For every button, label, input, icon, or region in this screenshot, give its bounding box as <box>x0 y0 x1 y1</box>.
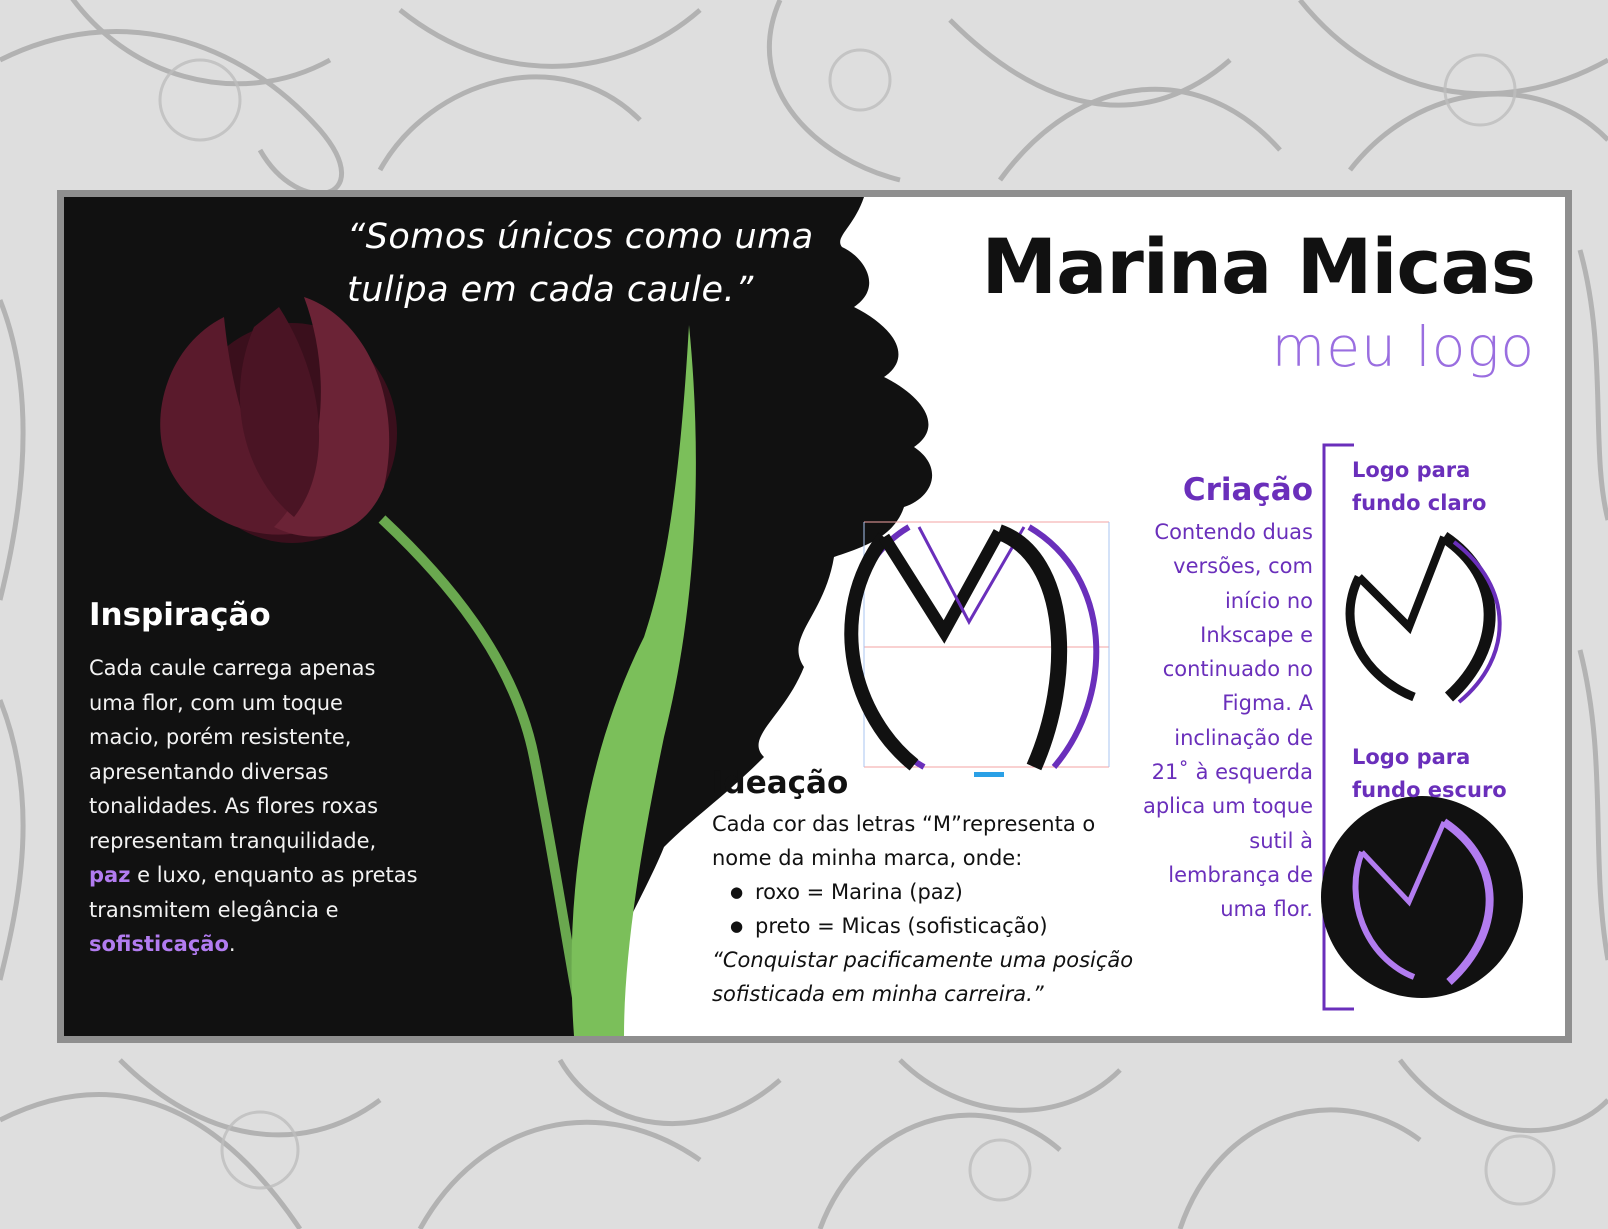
inspiracao-text-1: Cada caule carrega apenas uma flor, com … <box>89 656 379 853</box>
m-logo-light <box>1345 532 1502 704</box>
tulip-quote: “Somos únicos como uma tulipa em cada ca… <box>347 217 814 310</box>
presentation-card: “Somos únicos como uma tulipa em cada ca… <box>57 190 1572 1043</box>
tulip-petal-left <box>160 317 314 535</box>
logo-dark-label: Logo para fundo escuro <box>1352 745 1507 802</box>
timeline-bracket <box>1322 443 1354 1011</box>
highlight-sofisticacao: sofisticação <box>89 932 229 956</box>
ideacao-intro: Cada cor das letras “M”representa o nome… <box>712 812 1096 870</box>
inspiracao-heading: Inspiração <box>89 597 271 633</box>
ideacao-text: Cada cor das letras “M”representa o nome… <box>712 807 1142 1011</box>
inspiracao-text-2: e luxo, enquanto as pretas transmitem el… <box>89 863 418 922</box>
criacao-text: Contendo duas versões, com início no Ink… <box>1142 520 1313 922</box>
ideacao-item-preto: preto = Micas (sofisticação) <box>712 909 1142 943</box>
card-artwork <box>64 197 1523 1036</box>
tulip-image <box>160 297 696 1036</box>
inspiracao-text: Cada caule carrega apenas uma flor, com … <box>89 651 419 962</box>
m-logo-sketch <box>844 521 1110 777</box>
ideacao-list: roxo = Marina (paz) preto = Micas (sofis… <box>712 875 1142 943</box>
tulip-stem <box>378 515 589 1036</box>
ideacao-heading: Ideação <box>712 765 849 801</box>
ideacao-item-roxo: roxo = Marina (paz) <box>712 875 1142 909</box>
logo-light-label: Logo para fundo claro <box>1352 458 1487 515</box>
inspiracao-text-3: . <box>228 932 236 956</box>
tulip-leaf <box>571 325 696 1036</box>
highlight-paz: paz <box>89 863 131 887</box>
ideacao-quote: “Conquistar pacificamente uma posição so… <box>712 948 1134 1006</box>
tulip-petal-right <box>274 297 390 537</box>
criacao-heading: Criação <box>1182 472 1313 508</box>
page-title: Marina Micas <box>981 222 1536 311</box>
page-subtitle: meu logo <box>1271 315 1535 379</box>
m-logo-dark <box>1352 818 1494 985</box>
tulip-petal-center <box>239 307 320 517</box>
